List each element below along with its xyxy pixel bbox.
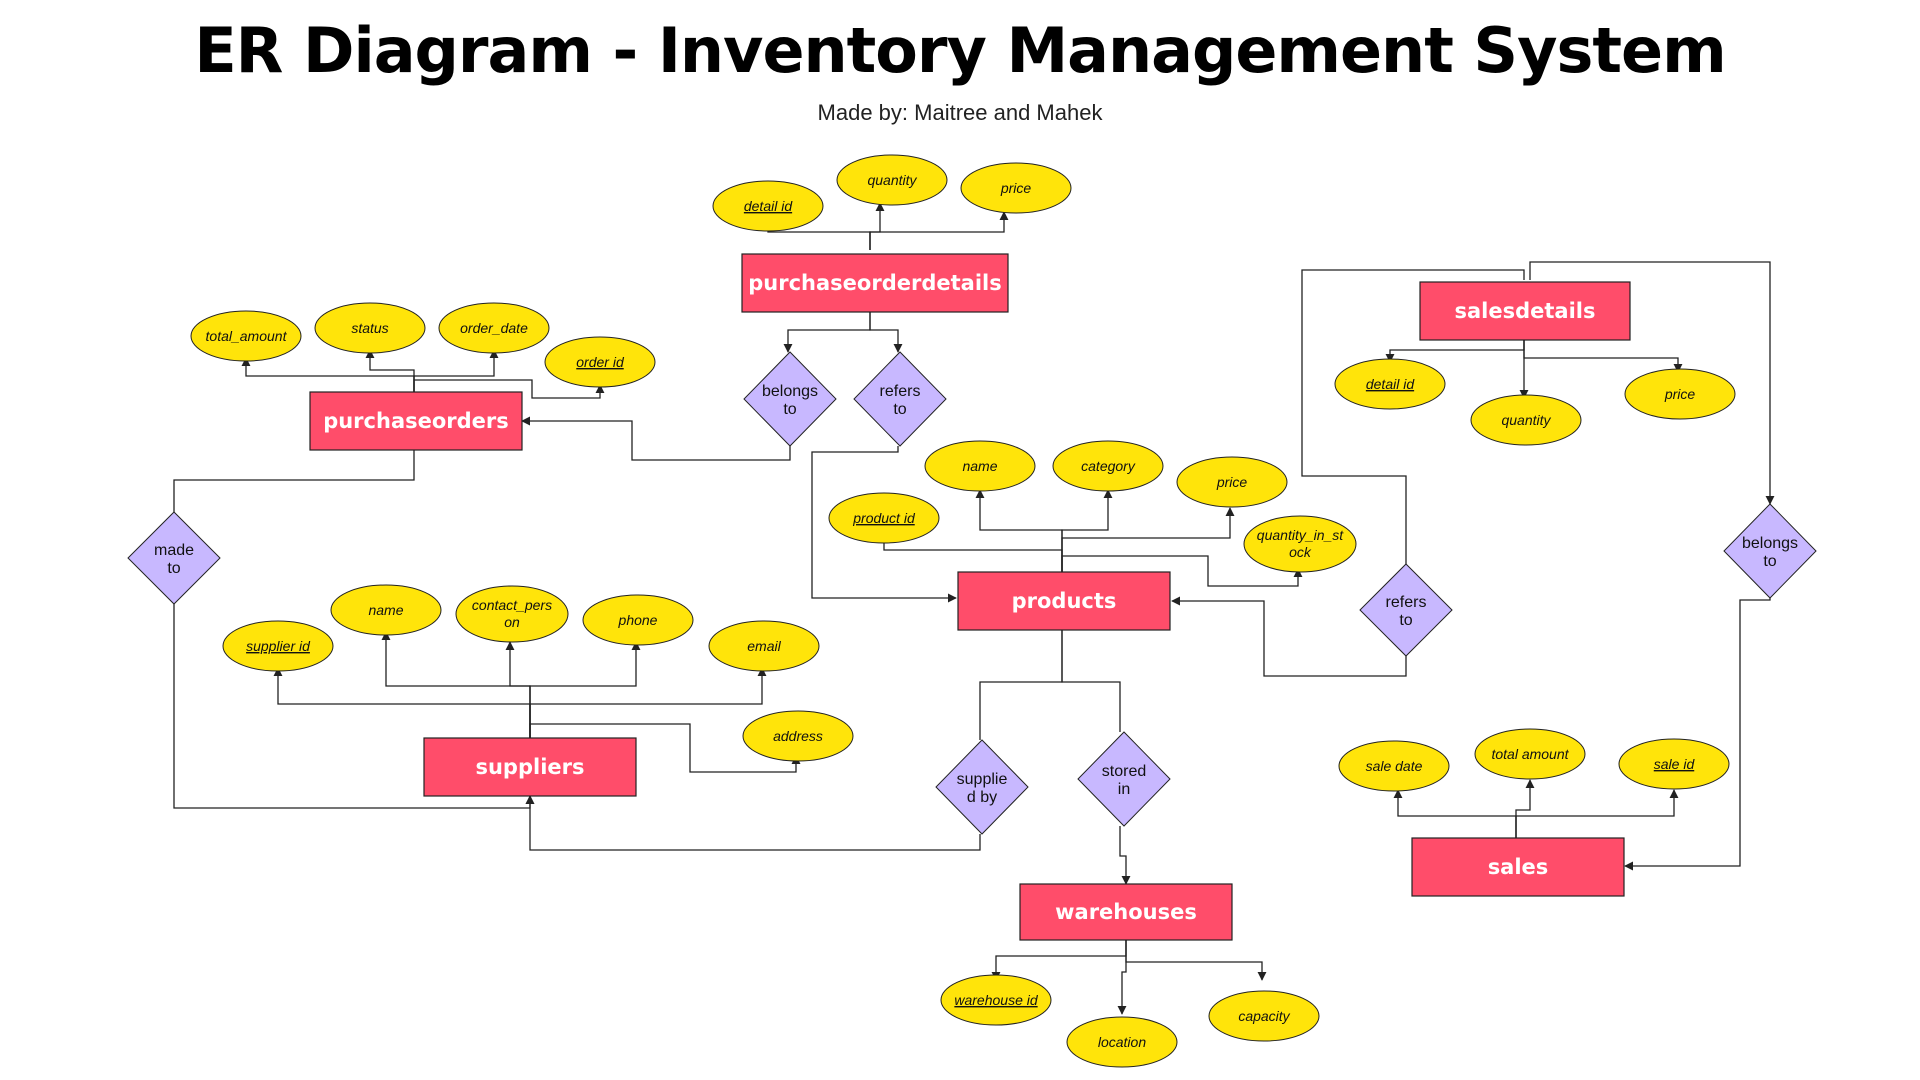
entity-purchaseorders[interactable]: purchaseorders <box>309 391 523 451</box>
relationship-label: made <box>154 542 194 559</box>
attribute-label: on <box>504 614 520 630</box>
attribute-label: price <box>1216 474 1248 490</box>
attribute-po-total-amount[interactable]: total_amount <box>190 310 302 362</box>
attribute-w-location[interactable]: location <box>1066 1016 1178 1068</box>
attribute-p-product-id[interactable]: product id <box>828 492 940 544</box>
entity-label: suppliers <box>475 755 584 779</box>
attribute-s-address[interactable]: address <box>742 710 854 762</box>
relationship-label: to <box>1399 612 1412 629</box>
attribute-label: total amount <box>1491 746 1569 762</box>
relationship-purchaseorderdetails-belongs-to[interactable]: belongs to <box>743 351 837 447</box>
entity-label: warehouses <box>1055 900 1197 924</box>
relationship-salesdetails-refers-to[interactable]: refers to <box>1359 563 1453 657</box>
attribute-label: status <box>351 320 388 336</box>
attribute-label: quantity <box>867 172 917 188</box>
attribute-p-category[interactable]: category <box>1052 440 1164 492</box>
relationship-label: supplie <box>957 771 1008 788</box>
attribute-label: price <box>1000 180 1032 196</box>
attribute-label: order id <box>576 354 625 370</box>
page-subtitle: Made by: Maitree and Mahek <box>817 100 1103 125</box>
attribute-s-name[interactable]: name <box>330 584 442 636</box>
attribute-po-order-id[interactable]: order id <box>544 336 656 388</box>
attribute-p-price[interactable]: price <box>1176 456 1288 508</box>
entity-warehouses[interactable]: warehouses <box>1019 883 1233 941</box>
relationship-label: stored <box>1102 763 1146 780</box>
attribute-label: name <box>368 602 403 618</box>
relationship-label: to <box>167 560 180 577</box>
relationship-label: to <box>1763 553 1776 570</box>
entity-label: sales <box>1488 855 1549 879</box>
attribute-s-email[interactable]: email <box>708 620 820 672</box>
relationship-stored-in[interactable]: stored in <box>1077 731 1171 827</box>
entity-label: salesdetails <box>1455 299 1596 323</box>
relationship-label: d by <box>967 789 997 806</box>
relationship-label: to <box>893 401 906 418</box>
attribute-sa-sale-id[interactable]: sale id <box>1618 738 1730 790</box>
attribute-label: detail id <box>1366 376 1415 392</box>
attribute-label: supplier id <box>246 638 311 654</box>
attribute-label: product id <box>852 510 916 526</box>
entity-salesdetails[interactable]: salesdetails <box>1419 281 1631 341</box>
attribute-sd-quantity[interactable]: quantity <box>1470 394 1582 446</box>
relationship-label: to <box>783 401 796 418</box>
relationship-purchaseorderdetails-refers-to[interactable]: refers to <box>853 351 947 447</box>
attribute-label: category <box>1081 458 1136 474</box>
attribute-p-quantity-in-stock[interactable]: quantity_in_st ock <box>1243 515 1357 573</box>
attribute-s-phone[interactable]: phone <box>582 594 694 646</box>
attribute-w-warehouse-id[interactable]: warehouse id <box>940 974 1052 1026</box>
attribute-sd-detail-id[interactable]: detail id <box>1334 358 1446 410</box>
attribute-po-order-date[interactable]: order_date <box>438 302 550 354</box>
page-title: ER Diagram - Inventory Management System <box>194 14 1726 87</box>
attribute-label: price <box>1664 386 1696 402</box>
relationship-salesdetails-belongs-to[interactable]: belongs to <box>1723 503 1817 599</box>
attribute-sa-sale-date[interactable]: sale date <box>1338 740 1450 792</box>
attribute-label: name <box>962 458 997 474</box>
attribute-sd-price[interactable]: price <box>1624 368 1736 420</box>
attribute-s-contact-person[interactable]: contact_pers on <box>455 585 569 643</box>
attribute-pod-detail-id[interactable]: detail id <box>712 180 824 232</box>
relationship-label: belongs <box>1742 535 1798 552</box>
attribute-label: detail id <box>744 198 793 214</box>
attribute-label: quantity <box>1501 412 1551 428</box>
entity-purchaseorderdetails[interactable]: purchaseorderdetails <box>741 253 1009 313</box>
attribute-label: total_amount <box>206 328 288 344</box>
relationship-label: refers <box>1386 594 1427 611</box>
attribute-label: sale id <box>1654 756 1696 772</box>
entity-products[interactable]: products <box>957 571 1171 631</box>
attribute-label: quantity_in_st <box>1257 527 1345 543</box>
attribute-label: phone <box>618 612 658 628</box>
attribute-label: capacity <box>1238 1008 1290 1024</box>
attribute-label: email <box>747 638 781 654</box>
attribute-label: warehouse id <box>954 992 1038 1008</box>
attribute-po-status[interactable]: status <box>314 302 426 354</box>
entity-label: purchaseorders <box>323 409 509 433</box>
attribute-label: address <box>773 728 823 744</box>
relationship-label: in <box>1118 781 1130 798</box>
relationship-label: belongs <box>762 383 818 400</box>
attribute-pod-price[interactable]: price <box>960 162 1072 214</box>
attribute-label: location <box>1098 1034 1146 1050</box>
entity-label: products <box>1012 589 1117 613</box>
entity-suppliers[interactable]: suppliers <box>423 737 637 797</box>
attribute-label: order_date <box>460 320 528 336</box>
attribute-p-name[interactable]: name <box>924 440 1036 492</box>
attribute-sa-total-amount[interactable]: total amount <box>1474 728 1586 780</box>
relationship-made-to[interactable]: made to <box>127 511 221 605</box>
attribute-s-supplier-id[interactable]: supplier id <box>222 620 334 672</box>
entity-sales[interactable]: sales <box>1411 837 1625 897</box>
attribute-label: ock <box>1289 544 1312 560</box>
attribute-w-capacity[interactable]: capacity <box>1208 990 1320 1042</box>
attribute-label: contact_pers <box>472 597 552 613</box>
attribute-pod-quantity[interactable]: quantity <box>836 154 948 206</box>
relationship-label: refers <box>880 383 921 400</box>
relationship-supplied-by[interactable]: supplie d by <box>935 739 1029 835</box>
attribute-label: sale date <box>1366 758 1423 774</box>
entity-label: purchaseorderdetails <box>748 271 1001 295</box>
